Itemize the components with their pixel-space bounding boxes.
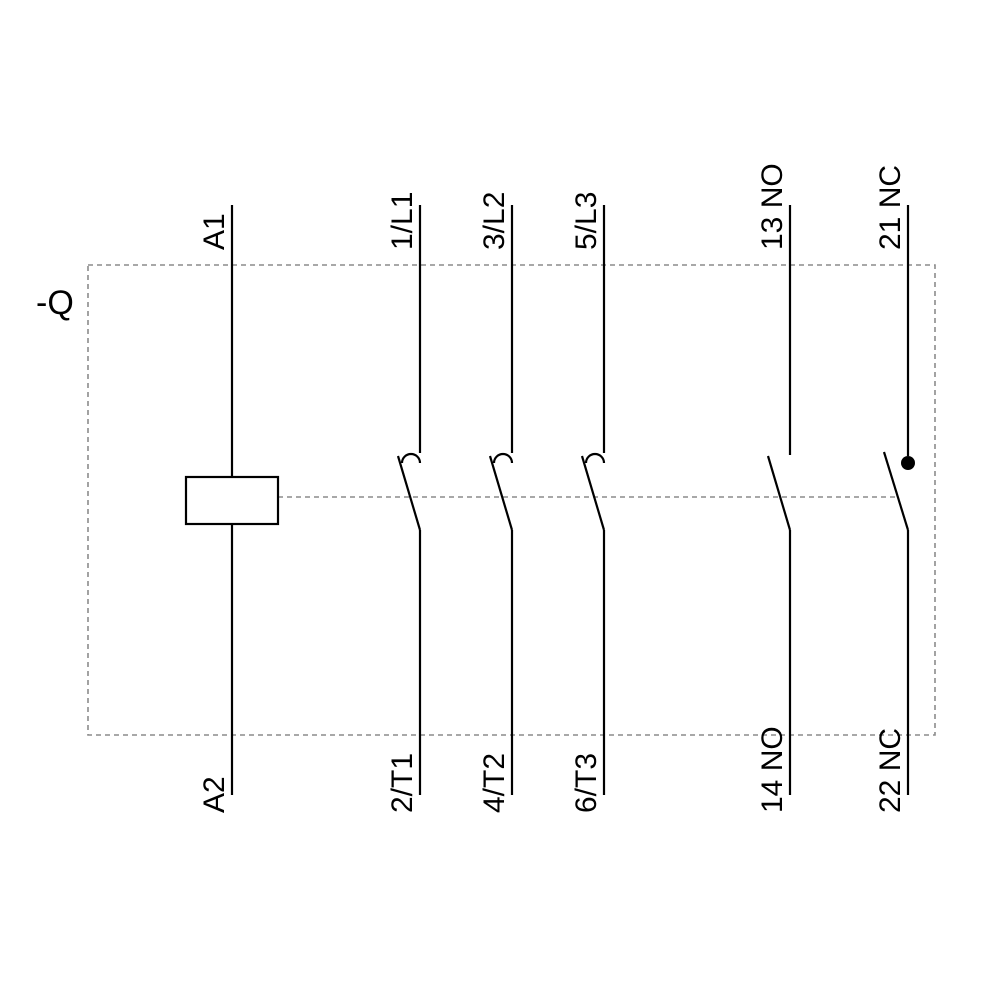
terminal-label-5l3: 5/L3 xyxy=(570,192,603,250)
terminal-label-3l2: 3/L2 xyxy=(478,192,511,250)
terminal-label-21nc: 21 NC xyxy=(874,165,907,250)
terminal-label-4t2: 4/T2 xyxy=(478,753,511,813)
main-contact-arc-symbol xyxy=(492,452,514,464)
coil-branch: A1 A2 xyxy=(184,205,280,813)
terminal-label-2t1: 2/T1 xyxy=(386,753,419,813)
pole-5l3-6t3: 5/L3 6/T3 xyxy=(570,192,606,813)
pole-3l2-4t2: 3/L2 4/T2 xyxy=(478,192,514,813)
nc-contact-dot xyxy=(901,456,915,470)
moving-contact-line xyxy=(396,455,422,531)
terminal-label-22nc: 22 NC xyxy=(874,728,907,813)
terminal-label-a1: A1 xyxy=(198,213,231,250)
device-designator: -Q xyxy=(36,284,74,322)
terminal-label-14no: 14 NO xyxy=(756,726,789,813)
moving-contact-line xyxy=(488,455,514,531)
aux-nc-contact-21-22: 21 NC 22 NC xyxy=(874,165,915,813)
terminal-label-13no: 13 NO xyxy=(756,163,789,250)
moving-contact-line xyxy=(766,455,792,531)
aux-no-contact-13-14: 13 NO 14 NO xyxy=(756,163,792,813)
main-contact-arc-symbol xyxy=(400,452,422,464)
coil-symbol xyxy=(184,475,280,526)
moving-contact-line xyxy=(580,455,606,531)
main-contact-arc-symbol xyxy=(584,452,606,464)
terminal-label-a2: A2 xyxy=(198,776,231,813)
terminal-label-6t3: 6/T3 xyxy=(570,753,603,813)
terminal-label-1l1: 1/L1 xyxy=(386,192,419,250)
pole-1l1-2t1: 1/L1 2/T1 xyxy=(386,192,422,813)
moving-contact-line xyxy=(882,451,910,531)
